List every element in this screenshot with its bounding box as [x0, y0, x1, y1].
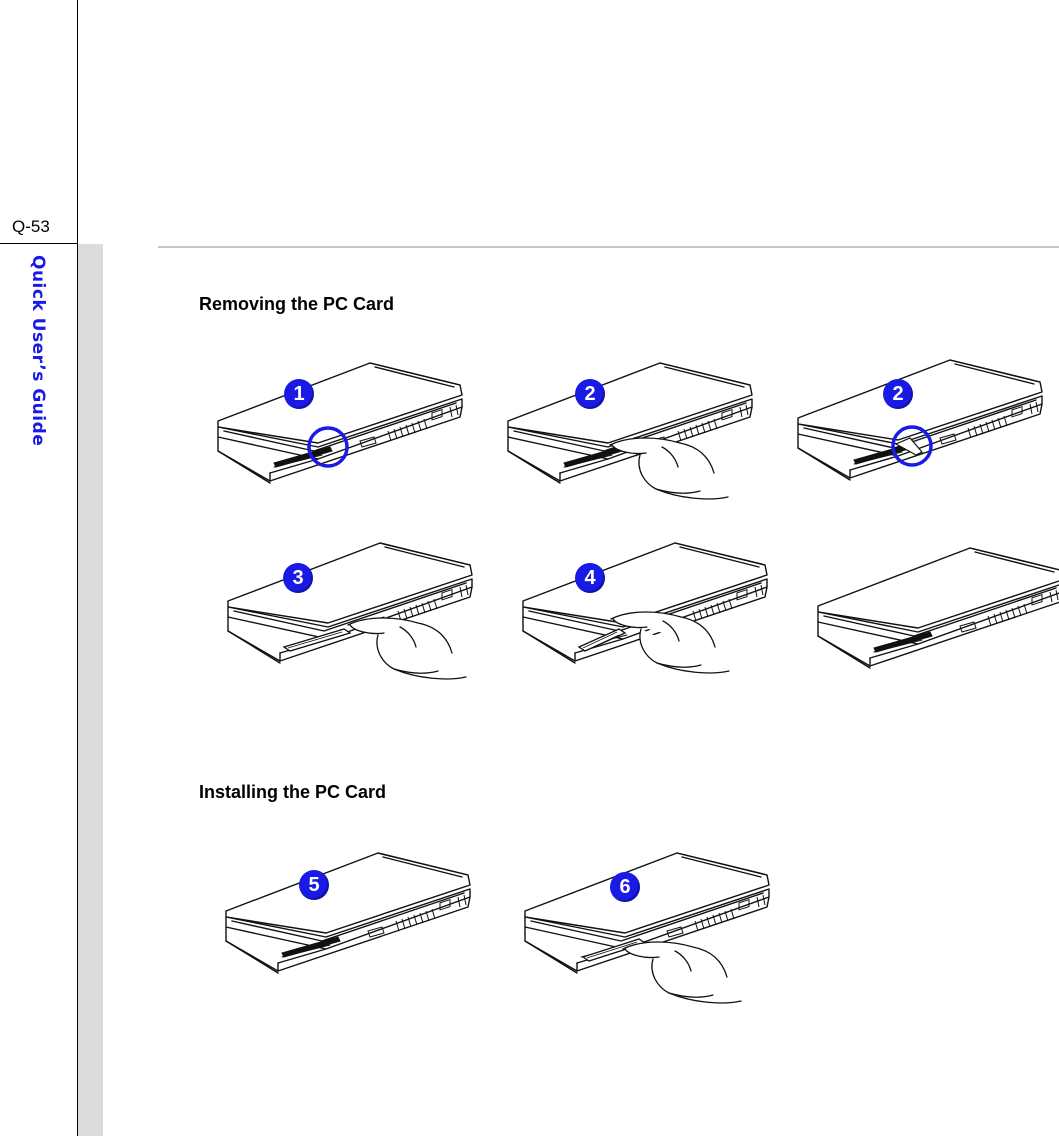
laptop-release-button-icon [217, 362, 463, 484]
laptop-press-button-hand-icon [507, 362, 753, 500]
sidebar-gray-band [78, 244, 103, 1136]
step-badge: 4 [575, 563, 605, 593]
step-badge: 3 [283, 563, 313, 593]
page-number: Q-53 [12, 217, 50, 236]
figure-step-1: 1 [210, 355, 470, 515]
step-badge: 2 [883, 379, 913, 409]
page-number-rule [0, 243, 78, 244]
laptop-pull-card-hand-icon [522, 542, 768, 674]
step-badge: 1 [284, 379, 314, 409]
laptop-ejected-button-icon [797, 359, 1043, 481]
figure-step-2a: 2 [500, 355, 760, 515]
laptop-empty-slot-icon [817, 547, 1059, 669]
step-badge: 2 [575, 379, 605, 409]
side-title: Quick User’s Guide [28, 255, 48, 447]
figure-step-2b: 2 [790, 352, 1050, 512]
figure-step-5: 5 [218, 845, 478, 1005]
section-heading-removing: Removing the PC Card [199, 294, 395, 314]
figure-step-6: 6 [517, 845, 777, 1005]
step-badge: 6 [610, 872, 640, 902]
figure-step-3: 3 [220, 535, 480, 695]
figure-step-done [810, 540, 1059, 700]
laptop-insert-card-hand-icon [524, 852, 770, 1004]
header-rule [158, 246, 1059, 248]
margin-vertical-line [77, 0, 78, 1136]
laptop-slot-icon [225, 852, 471, 974]
figure-step-4: 4 [515, 535, 775, 695]
laptop-press-button-card-out-icon [227, 542, 473, 680]
step-badge: 5 [299, 870, 329, 900]
section-heading-installing: Installing the PC Card [199, 782, 387, 802]
